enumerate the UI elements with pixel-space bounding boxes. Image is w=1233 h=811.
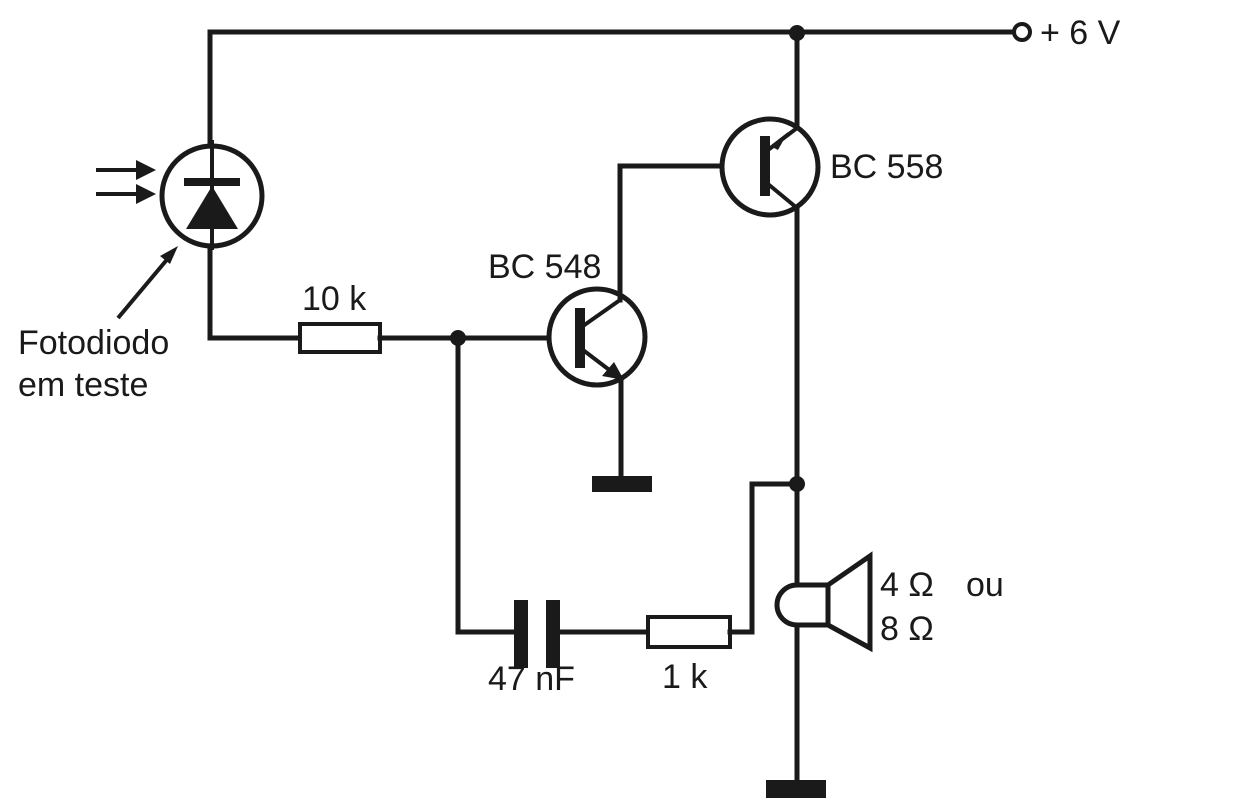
photodiode-cathode-bar — [184, 178, 240, 186]
resistor-10k — [298, 322, 382, 354]
transistor-bc548 — [546, 286, 648, 388]
ground-speaker — [766, 780, 826, 798]
resistor-1k-label: 1 k — [662, 658, 708, 696]
ground-q1 — [592, 476, 652, 492]
photodiode-label-line1: Fotodiodo — [18, 324, 169, 362]
speaker — [774, 551, 873, 653]
speaker-label-line2: 8 Ω — [880, 610, 934, 648]
photodiode — [159, 140, 265, 250]
capacitor-47nf-label: 47 nF — [488, 660, 575, 698]
photodiode-pointer-arrow — [116, 246, 178, 320]
speaker-label-line1: 4 Ω — [880, 566, 934, 604]
transistor-bc558-label: BC 558 — [830, 148, 943, 186]
resistor-10k-label: 10 k — [302, 280, 367, 318]
resistor-1k — [646, 615, 732, 649]
photodiode-triangle — [186, 186, 238, 229]
transistor-bc558 — [719, 116, 821, 218]
supply-label: + 6 V — [1040, 14, 1121, 52]
speaker-label-extra: ou — [966, 566, 1004, 604]
photodiode-label-line2: em teste — [18, 366, 148, 404]
light-arrows — [96, 160, 156, 204]
transistor-bc548-label: BC 548 — [488, 248, 601, 286]
supply-terminal — [1012, 22, 1032, 42]
capacitor-47nf — [514, 600, 560, 668]
